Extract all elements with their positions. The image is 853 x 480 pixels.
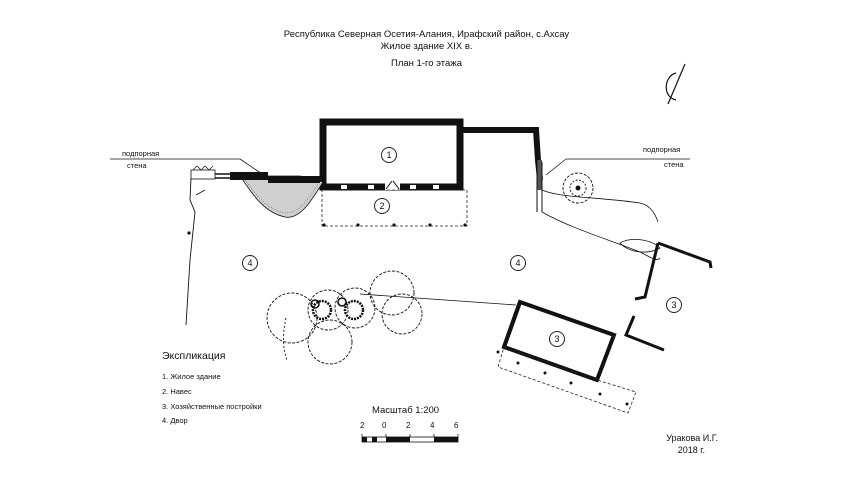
- marker-outbuilding-3-center: 3: [549, 331, 565, 347]
- canopy: [321, 189, 468, 227]
- scale-bar: [361, 434, 459, 443]
- outbuilding-center: [496, 299, 637, 414]
- plan-title-line-1: Республика Северная Осетия-Алания, Ирафс…: [283, 29, 570, 40]
- marker-yard-4-left: 4: [242, 255, 258, 271]
- marker-building-1: 1: [381, 147, 397, 163]
- legend-title: Экспликация: [162, 350, 226, 362]
- scale-tick-label: 6: [454, 421, 459, 430]
- tree-cluster: [266, 270, 423, 365]
- marker-yard-4-right: 4: [510, 255, 526, 271]
- plan-title-line-3: План 1-го этажа: [391, 58, 462, 69]
- scale-tick-label: 0: [382, 421, 387, 430]
- retaining-wall-right-label-1: подпорная: [643, 145, 681, 154]
- retaining-wall-right-label-2: стена: [664, 160, 684, 169]
- marker-canopy-2: 2: [374, 198, 390, 214]
- retaining-wall-left: [110, 158, 324, 326]
- scale-tick-label: 4: [430, 421, 435, 430]
- retaining-wall-left-label-2: стена: [127, 161, 147, 170]
- main-house: [319, 118, 464, 191]
- tree-icon: [562, 172, 594, 204]
- plan-title-line-2: Жилое здание XIX в.: [380, 41, 473, 52]
- retaining-wall-left-label-1: подпорная: [122, 149, 160, 158]
- marker-outbuilding-3-right: 3: [666, 297, 682, 313]
- legend-item: 2. Навес: [162, 387, 192, 396]
- legend-item: 3. Хозяйственные постройки: [162, 402, 262, 411]
- scale-tick-label: 2: [406, 421, 411, 430]
- outbuilding-right: [624, 241, 713, 352]
- author-name: Уракова И.Г.: [666, 433, 718, 443]
- scale-title: Масштаб 1:200: [372, 405, 440, 416]
- legend-item: 1. Жилое здание: [162, 372, 221, 381]
- author-year: 2018 г.: [677, 445, 705, 455]
- north-arrow-icon: [665, 63, 686, 105]
- scale-tick-label: 2: [360, 421, 365, 430]
- legend-item: 4. Двор: [162, 416, 188, 425]
